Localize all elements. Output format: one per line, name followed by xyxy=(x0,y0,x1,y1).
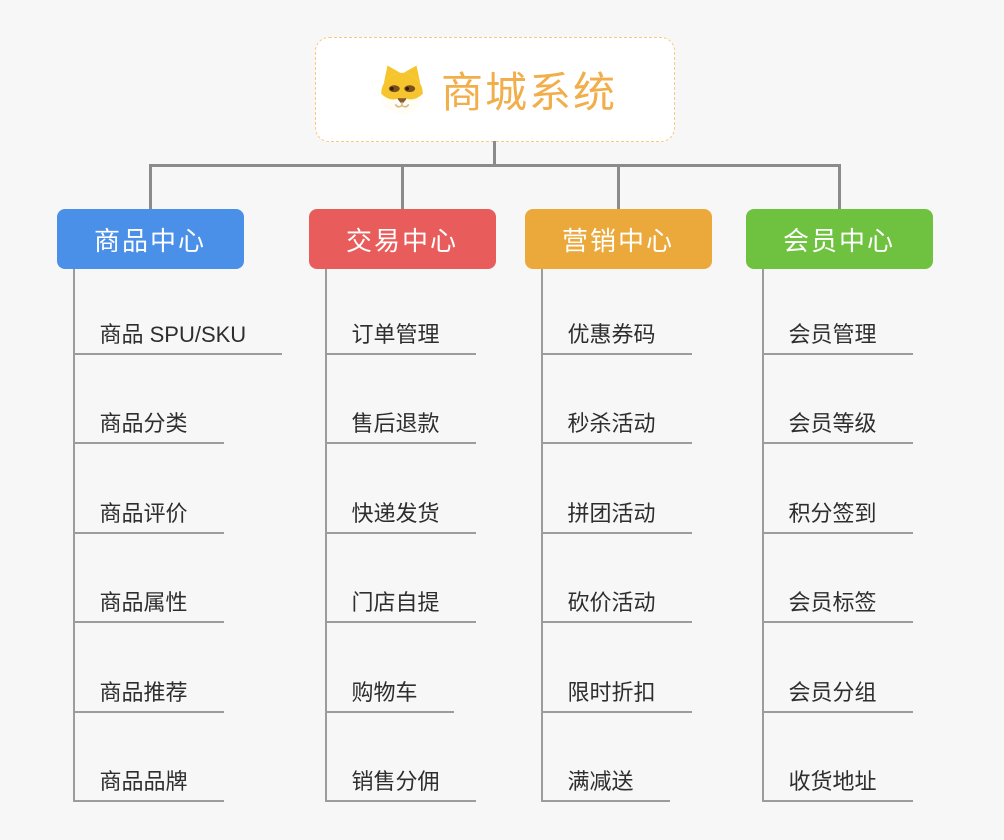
leaf-node[interactable]: 销售分佣 xyxy=(324,762,476,802)
connector-root-stub xyxy=(492,141,496,167)
leaf-node[interactable]: 商品分类 xyxy=(72,404,224,444)
leaf-node[interactable]: 商品 SPU/SKU xyxy=(72,315,283,355)
branch-node-3[interactable]: 营销中心 xyxy=(524,209,712,269)
branch-label: 商品中心 xyxy=(93,225,206,256)
leaf-node[interactable]: 优惠券码 xyxy=(540,315,692,355)
connector-branch-drop xyxy=(837,164,841,209)
connector-branch-drop xyxy=(148,164,152,209)
dog-face-icon xyxy=(381,65,423,114)
leaf-node[interactable]: 会员分组 xyxy=(761,673,913,713)
leaf-node[interactable]: 售后退款 xyxy=(324,404,476,444)
leaf-node[interactable]: 积分签到 xyxy=(761,494,913,534)
leaf-node[interactable]: 限时折扣 xyxy=(540,673,692,713)
leaf-node[interactable]: 订单管理 xyxy=(324,315,476,355)
leaf-node[interactable]: 秒杀活动 xyxy=(540,404,692,444)
branch-node-2[interactable]: 交易中心 xyxy=(308,209,496,269)
branch-spine xyxy=(761,269,764,802)
leaf-node[interactable]: 砍价活动 xyxy=(540,583,692,623)
leaf-node[interactable]: 满减送 xyxy=(540,762,670,802)
leaf-node[interactable]: 会员等级 xyxy=(761,404,913,444)
leaf-node[interactable]: 商品推荐 xyxy=(72,673,224,713)
branch-spine xyxy=(324,269,327,802)
branch-node-1[interactable]: 商品中心 xyxy=(56,209,244,269)
root-title: 商城系统 xyxy=(440,69,617,116)
branch-spine xyxy=(72,269,75,802)
branch-label: 交易中心 xyxy=(345,225,458,256)
leaf-node[interactable]: 快递发货 xyxy=(324,494,476,534)
branch-label: 营销中心 xyxy=(561,225,674,256)
connector-horizontal-rail xyxy=(148,164,841,167)
leaf-node[interactable]: 商品属性 xyxy=(72,583,224,623)
leaf-node[interactable]: 商品评价 xyxy=(72,494,224,534)
leaf-node[interactable]: 购物车 xyxy=(324,673,454,713)
connector-branch-drop xyxy=(400,164,404,209)
leaf-node[interactable]: 拼团活动 xyxy=(540,494,692,534)
branch-node-4[interactable]: 会员中心 xyxy=(745,209,933,269)
leaf-node[interactable]: 收货地址 xyxy=(761,762,913,802)
root-node[interactable]: 商城系统 xyxy=(315,37,675,142)
leaf-node[interactable]: 会员管理 xyxy=(761,315,913,355)
leaf-node[interactable]: 商品品牌 xyxy=(72,762,224,802)
branch-spine xyxy=(540,269,543,802)
connector-branch-drop xyxy=(616,164,620,209)
leaf-node[interactable]: 会员标签 xyxy=(761,583,913,623)
branch-label: 会员中心 xyxy=(782,225,895,256)
leaf-node[interactable]: 门店自提 xyxy=(324,583,476,623)
